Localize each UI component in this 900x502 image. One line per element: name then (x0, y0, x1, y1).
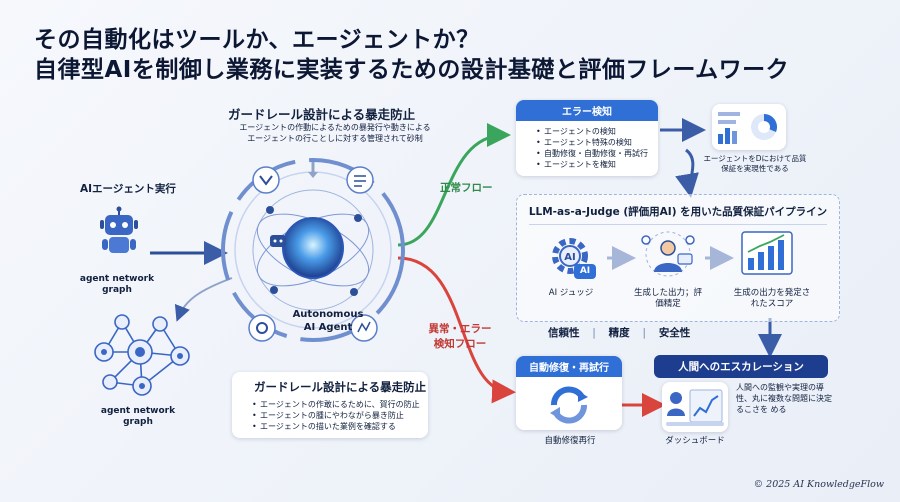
arrow-abnormal-flow (397, 256, 516, 404)
guardrail-top-desc-line-1: エージェントの作動によるための暴発行や動きによる (239, 123, 431, 132)
auto-repair-card: 自動修復・再試行 (516, 356, 622, 430)
title-line-2: 自律型AIを制御し業務に実装するための設計基礎と評価フレームワーク (34, 57, 790, 83)
error-detect-title: エラー検知 (516, 100, 658, 121)
guardrail-bottom-card: ガードレール設計による暴走防止 エージェントの作敢にるために、賀行の防止 エージ… (232, 372, 428, 438)
arrow-to-pipeline (675, 148, 699, 198)
ai-judge-gear-icon: AI (546, 234, 600, 278)
normal-flow-label: 正常フロー (440, 182, 493, 194)
center-ai-icon (268, 232, 288, 250)
guardrail-bottom-item: エージェントの作敢にるために、賀行の防止 (252, 399, 428, 410)
auto-repair-caption: 自動修復再行 (544, 436, 596, 446)
error-detect-list: エージェントの検知 エージェント特殊の検知 自動修復・自動修復・再試行 エージェ… (532, 126, 658, 170)
error-detect-card: エラー検知 エージェントの検知 エージェント特殊の検知 自動修復・自動修復・再試… (516, 100, 658, 176)
arrow-ring-to-graph (174, 277, 233, 322)
pipeline-step-2-label: 生成した出力；評価精定 (633, 288, 702, 309)
network-graph-icon (82, 312, 197, 400)
metric-separator: | (592, 327, 596, 339)
title-line-1: その自動化はツールか、エージェントか？ (34, 27, 480, 53)
evaluator-person-icon (638, 228, 698, 280)
guardrail-top-desc: エージェントの作動によるための暴発行や動きによる エージェントの行ことしに対する… (230, 122, 440, 144)
auto-repair-title: 自動修復・再試行 (516, 356, 622, 377)
metric-safety: 安全性 (658, 327, 691, 339)
error-detect-item: エージェントを権知 (536, 159, 658, 170)
metric-accuracy: 精度 (608, 327, 630, 339)
pipeline-divider (529, 224, 827, 225)
guardrail-bottom-title: ガードレール設計による暴走防止 (254, 380, 427, 394)
guardrail-top-title: ガードレール設計による暴走防止 (228, 107, 416, 122)
error-detect-item: 自動修復・自動修復・再試行 (536, 148, 658, 159)
score-chart-icon (740, 230, 794, 276)
graph-label-2: agent network graph (100, 406, 176, 427)
guardrail-bottom-item: エージェントの腫にやわながら暴き防止 (252, 410, 428, 421)
arrow-normal-flow (397, 123, 511, 247)
guardrail-bottom-item: エージェントの描いた業例を確認する (252, 421, 428, 432)
quality-dashboard-icon (712, 104, 786, 150)
escalation-dashboard-icon (662, 382, 728, 432)
escalation-title: 人間へのエスカレーション (654, 355, 828, 378)
agent-core-ring (218, 150, 408, 350)
abnormal-flow-label: 異常・エラー検知フロー (428, 323, 492, 350)
robot-icon (96, 206, 142, 256)
pipeline-metrics: 信頼性 | 精度 | 安全性 (548, 325, 690, 340)
error-detect-item: エージェント特殊の検知 (536, 137, 658, 148)
pipeline-step-3-label: 生成の出力を発定されたスコア (733, 288, 811, 309)
quality-dashboard-caption: エージェントをDにおけて品質保証を実現性である (703, 154, 807, 173)
escalation-caption: ダッシュボード (665, 436, 725, 446)
escalation-desc: 人間への監観や実理の導性、丸に複数な問題に決定るこさを める (736, 383, 832, 414)
metric-reliability: 信頼性 (548, 327, 580, 339)
pipeline-step-1-label: AI ジュッジ (548, 288, 594, 298)
guardrail-bottom-list: エージェントの作敢にるために、賀行の防止 エージェントの腫にやわながら暴き防止 … (248, 399, 428, 432)
ai-badge: AI (574, 264, 596, 279)
footer-copyright: © 2025 AI KnowledgeFlow (753, 479, 884, 490)
repair-cycle-icon (544, 385, 594, 425)
metric-separator: | (642, 327, 647, 339)
agent-core-label: Autonomous AI Agent (292, 309, 364, 333)
svg-text:AI: AI (564, 252, 575, 263)
ai-exec-label: AIエージェント実行 (80, 183, 176, 195)
pipeline-title: LLM-as-a-Judge (評価用AI) を用いた品質保証パイプライン (528, 206, 828, 218)
guardrail-top-desc-line-2: エージェントの行ことしに対する管理されて砂制 (247, 134, 423, 143)
error-detect-item: エージェントの検知 (536, 126, 658, 137)
graph-label-1: agent network graph (79, 274, 155, 295)
